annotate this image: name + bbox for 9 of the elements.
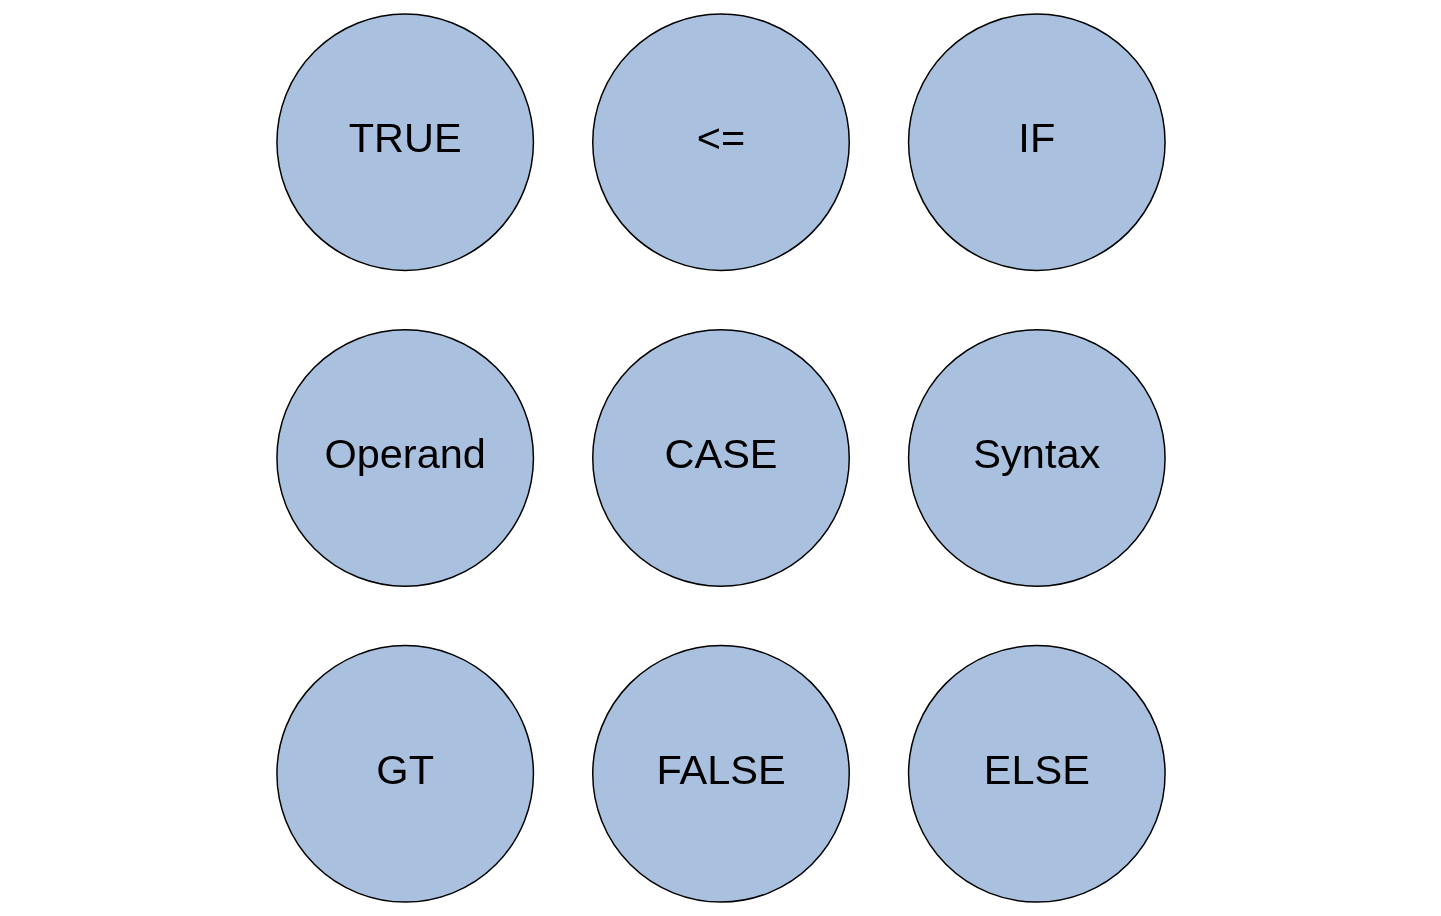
node-circle: <=: [591, 13, 850, 272]
node-circle: GT: [275, 644, 534, 903]
node-circle: Operand: [275, 329, 534, 587]
node-circle: CASE: [591, 329, 850, 587]
node-circle: TRUE: [275, 13, 534, 272]
node-circle: FALSE: [591, 644, 850, 903]
node-circle: ELSE: [907, 644, 1166, 903]
node-circle: IF: [907, 13, 1166, 272]
node-circle: Syntax: [907, 329, 1166, 587]
